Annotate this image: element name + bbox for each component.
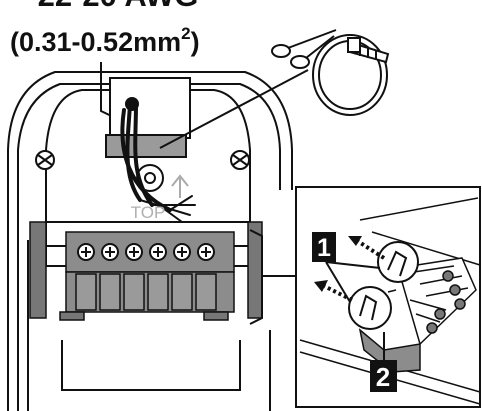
terminal-screw (101, 243, 119, 261)
terminal-block (29, 221, 263, 321)
terminal-screw (173, 243, 191, 261)
wire-entry (105, 77, 191, 192)
scissors-icon (271, 29, 337, 69)
step-2-label: 2 (376, 362, 390, 392)
cable-tie-icon (312, 34, 390, 116)
terminal-screw (197, 243, 215, 261)
detail-inset: 1 2 (295, 186, 481, 408)
terminal-slot (171, 273, 193, 311)
wire-area-suffix: ) (191, 27, 200, 57)
cable-bundle (120, 102, 196, 223)
terminal-slot (99, 273, 121, 311)
terminal-screw (125, 243, 143, 261)
mounting-clip-left (35, 150, 55, 170)
wire-area-label: (0.31-0.52mm2) (10, 24, 200, 57)
wire-gauge-label: 22-20 AWG (38, 0, 199, 13)
step-1-badge (312, 232, 336, 262)
terminal-screw (149, 243, 167, 261)
wire-area-exponent: 2 (181, 24, 190, 43)
up-arrow-icon (171, 174, 189, 198)
terminal-screw (77, 243, 95, 261)
terminal-slot (123, 273, 145, 311)
step-1-label: 1 (317, 234, 331, 262)
mounting-clip-right (230, 150, 250, 170)
terminal-slot (75, 273, 97, 311)
terminal-slot (147, 273, 169, 311)
step-2-badge (370, 360, 397, 392)
top-orientation-label: TOP (131, 203, 166, 222)
terminal-slot (195, 273, 217, 311)
cable-tie-leader-line (159, 69, 309, 149)
cable-grommet (125, 97, 139, 111)
wire-area-prefix: (0.31-0.52mm (10, 27, 181, 57)
